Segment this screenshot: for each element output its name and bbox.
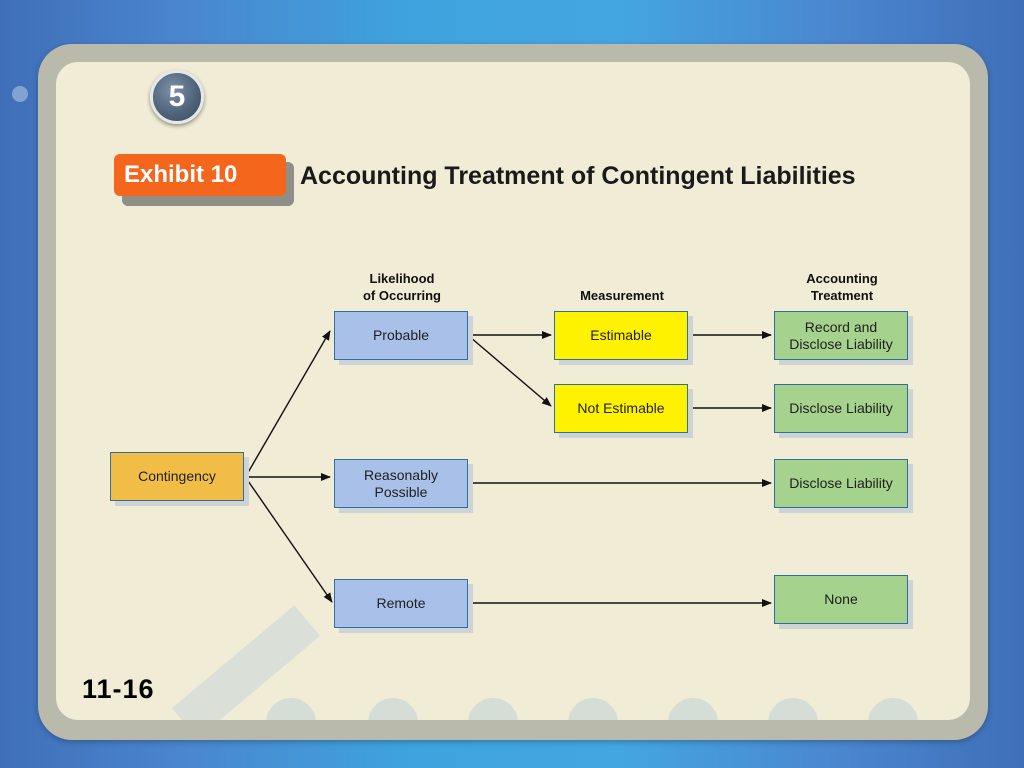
arrow-contingency-probable xyxy=(245,330,331,477)
decor-circle xyxy=(768,698,818,720)
decor-circle xyxy=(868,698,918,720)
box-none: None xyxy=(774,575,908,624)
box-record-and-disclose: Record and Disclose Liability xyxy=(774,311,908,360)
box-disclose-liability: Disclose Liability xyxy=(774,459,908,508)
decor-circle xyxy=(668,698,718,720)
box-probable: Probable xyxy=(334,311,468,360)
slide-number: 11-16 xyxy=(82,674,155,704)
column-heading-likelihood: Likelihood of Occurring xyxy=(362,271,441,303)
column-heading-treatment: Accounting Treatment xyxy=(806,271,878,303)
box-remote: Remote xyxy=(334,579,468,628)
box-reasonably-possible: Reasonably Possible xyxy=(334,459,468,508)
exhibit-title: Accounting Treatment of Contingent Liabi… xyxy=(300,162,856,190)
decor-dot xyxy=(12,86,28,102)
decor-circle xyxy=(468,698,518,720)
decor-circle xyxy=(368,698,418,720)
arrow-contingency-remote xyxy=(245,477,333,603)
box-contingency: Contingency xyxy=(110,452,244,501)
box-estimable: Estimable xyxy=(554,311,688,360)
exhibit-label: Exhibit 10 xyxy=(114,154,286,196)
decor-circle xyxy=(568,698,618,720)
arrow-probable-not-estimable xyxy=(469,336,552,407)
box-not-estimable: Not Estimable xyxy=(554,384,688,433)
section-number-badge: 5 xyxy=(150,70,204,124)
decor-circle xyxy=(266,698,316,720)
column-heading-measurement: Measurement xyxy=(580,288,664,303)
box-disclose-liability: Disclose Liability xyxy=(774,384,908,433)
